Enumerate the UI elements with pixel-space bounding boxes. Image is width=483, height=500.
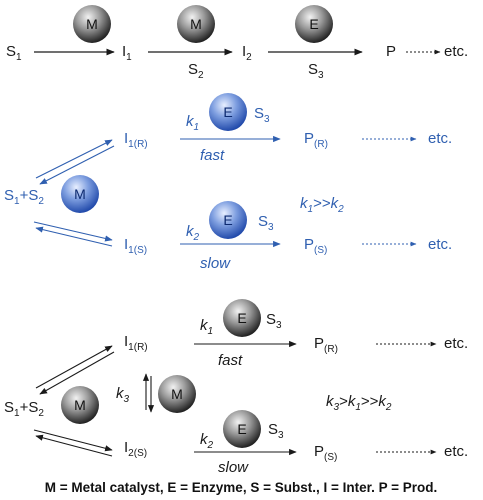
row3-pr: P(R) [314,335,338,355]
row2-enzyme-label-top: E [223,104,232,120]
row2-i1s: I1(S) [124,236,147,256]
row2-k2: k2 [186,223,200,243]
row3-s3-bottom: S3 [268,421,284,441]
row3-enzyme-ball-top [223,299,261,337]
row3-metal-catalyst-label-2: M [171,386,183,402]
row3-etc-top: etc. [444,335,468,352]
row2-substrates: S1+S2 [4,187,44,207]
row1-metal-catalyst-label: M [86,16,98,32]
row3-slow-label: slow [218,459,249,476]
row3-arrow-to-i1r [35,345,113,389]
row2-arrow-from-i1s [35,226,113,247]
row2-etc-top: etc. [428,130,452,147]
row3-k3: k3 [116,385,130,405]
row2-k1: k1 [186,113,199,133]
row3-black-scheme: S1+S2 M I1(R) I2(S) k3 M k1 E S3 fast P(… [4,299,468,476]
row1-i1: I1 [122,43,132,63]
row1-etc: etc. [444,43,468,60]
row3-arrow-from-i1r [39,351,115,395]
row2-ps: P(S) [304,236,327,256]
row2-s3-bottom: S3 [258,213,274,233]
row3-enzyme-ball-bottom [223,410,261,448]
legend-text: M = Metal catalyst, E = Enzyme, S = Subs… [45,480,438,495]
row1-s1: S1 [6,43,22,63]
row1-metal-catalyst-ball [73,5,111,43]
row1-product: P [386,43,396,60]
row1-metal-catalyst-ball-2 [177,5,215,43]
row2-enzyme-ball-bottom [209,201,247,239]
row3-s3-top: S3 [266,311,282,331]
row3-enzyme-label-bottom: E [237,421,246,437]
row3-enzyme-label-top: E [237,310,246,326]
row2-etc-bottom: etc. [428,236,452,253]
row3-arrow-from-i2s [35,434,113,457]
row2-enzyme-label-bottom: E [223,212,232,228]
row2-blue-scheme: S1+S2 M I1(R) I1(S) k1 E S3 fast P(R) et… [4,93,452,272]
row2-enzyme-ball-top [209,93,247,131]
row3-metal-catalyst-ball-2 [158,375,196,413]
row3-arrow-to-i2s [33,429,113,452]
row1-s3: S3 [308,61,324,81]
row3-k1: k1 [200,317,213,337]
row3-rate-relation: k3>k1>>k2 [326,393,392,413]
row2-i1r: I1(R) [124,130,148,150]
row2-arrow-to-i1s [33,221,113,242]
row2-slow-label: slow [200,255,231,272]
row2-arrow-from-i1r [39,145,115,185]
row1-enzyme-ball [295,5,333,43]
row1-enzyme-label: E [309,16,318,32]
row2-s3-top: S3 [254,105,270,125]
row3-metal-catalyst-label: M [74,397,86,413]
row1-linear-cascade: S1 M I1 M S2 I2 E S3 P etc. [6,5,468,81]
row3-substrates: S1+S2 [4,399,44,419]
row2-pr: P(R) [304,130,328,150]
row1-metal-catalyst-label-2: M [190,16,202,32]
row3-k2: k2 [200,431,214,451]
row1-i2: I2 [242,43,252,63]
row2-fast-label: fast [200,147,225,164]
row1-s2: S2 [188,61,204,81]
row2-arrow-to-i1r [35,139,113,179]
row2-rate-relation: k1>>k2 [300,195,344,215]
row2-metal-catalyst-label: M [74,186,86,202]
row3-ps: P(S) [314,443,337,463]
row3-i1r: I1(R) [124,333,148,353]
row3-metal-catalyst-ball [61,386,99,424]
row3-fast-label: fast [218,352,243,369]
row3-etc-bottom: etc. [444,443,468,460]
row3-i2s: I2(S) [124,439,147,459]
row2-metal-catalyst-ball [61,175,99,213]
